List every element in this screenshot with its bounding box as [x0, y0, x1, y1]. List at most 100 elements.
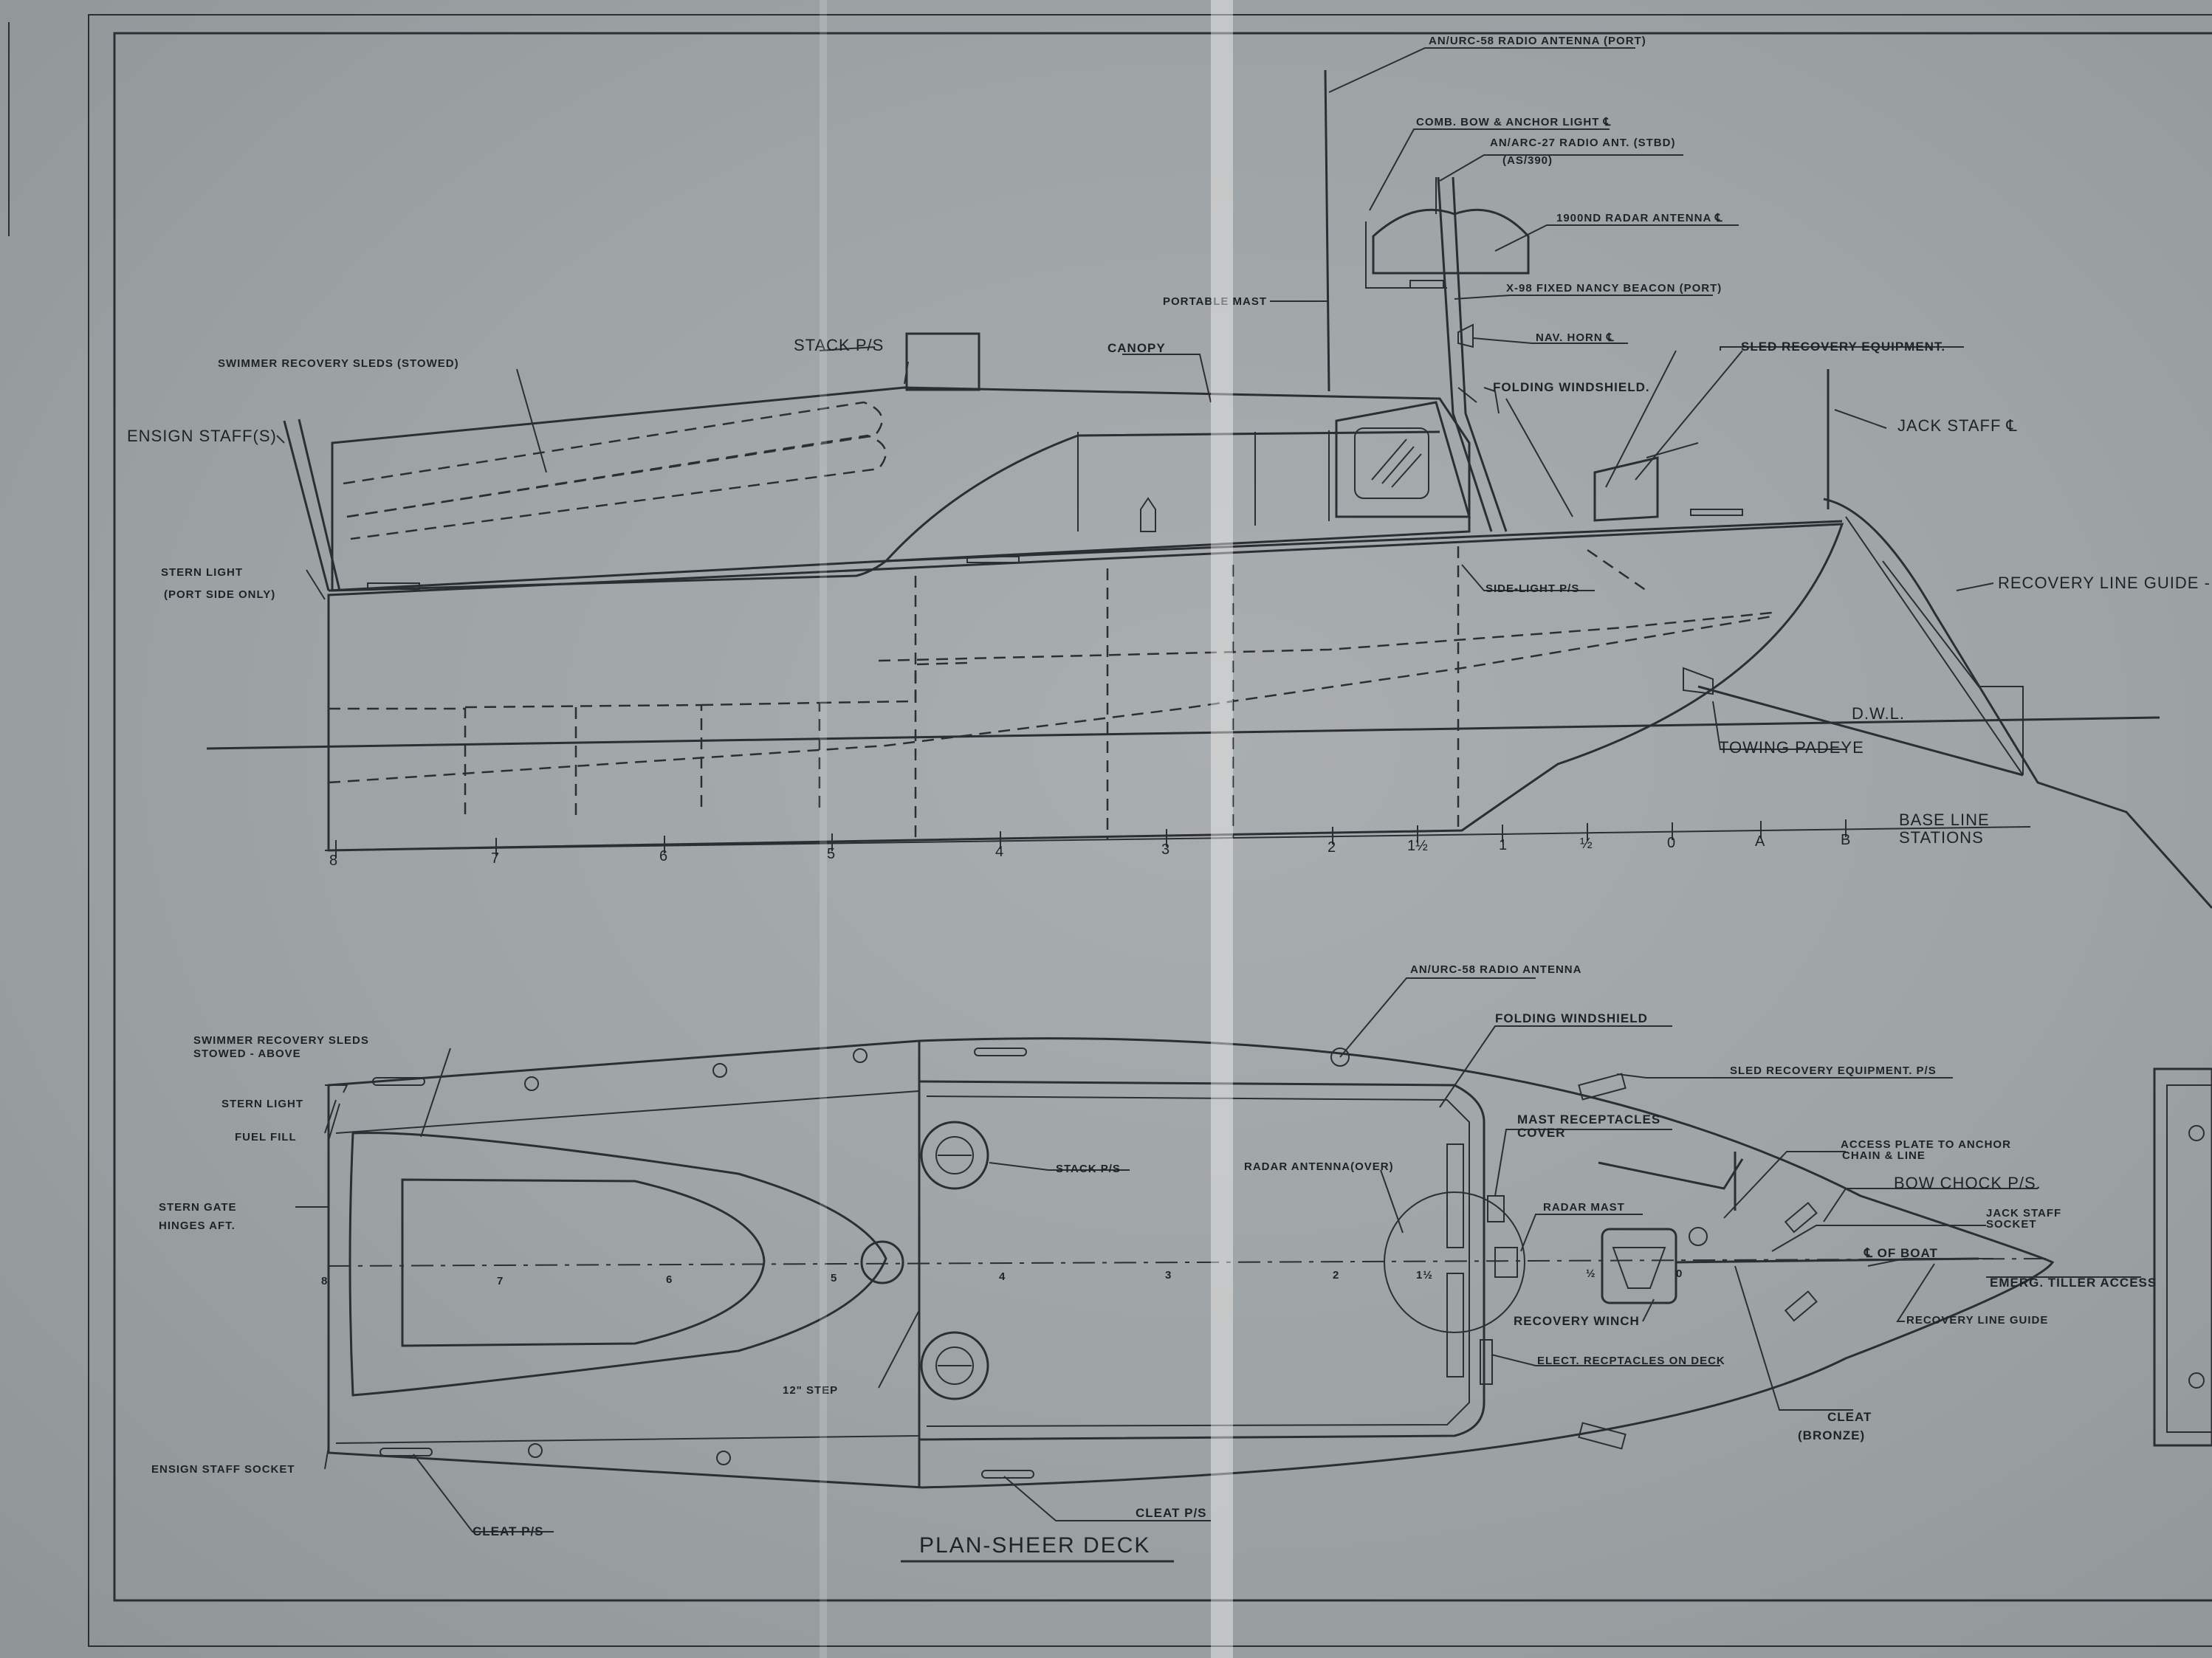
- station-label: 5: [827, 846, 835, 862]
- label-sled-recovery-equipment: SLED RECOVERY EQUIPMENT.: [1741, 340, 1945, 354]
- cleat: [367, 582, 420, 590]
- station-label: 6: [666, 1273, 673, 1286]
- label-plan-cleat-ps-left: CLEAT P/S: [473, 1524, 544, 1538]
- mast-receptacle: [1487, 1195, 1505, 1222]
- station-label: 4: [995, 844, 1003, 860]
- label-plan-sled-equipment: SLED RECOVERY EQUIPMENT. P/S: [1730, 1064, 1937, 1077]
- nav-horn: [1457, 323, 1474, 348]
- bow-chock: [1784, 1202, 1818, 1234]
- station-label: 2: [1333, 1269, 1339, 1282]
- stack-port: [920, 1121, 989, 1190]
- label-plan-jack-staff-socket-sub: SOCKET: [1986, 1218, 2037, 1231]
- cleat: [1690, 509, 1743, 516]
- radar-mast-base: [1494, 1247, 1518, 1278]
- station-label: 2: [1327, 839, 1336, 856]
- emerg-tiller-access-box: [2153, 1067, 2212, 1447]
- label-plan-radar-antenna-over: RADAR ANTENNA(OVER): [1244, 1160, 1394, 1173]
- profile-leaders: [276, 47, 1994, 750]
- recovery-line-guide: [1823, 498, 2212, 909]
- label-plan-mast-receptacles-sub: COVER: [1517, 1126, 1565, 1140]
- anchor: [1598, 1152, 1744, 1211]
- label-radar-antenna: 1900ND RADAR ANTENNA ℄: [1556, 212, 1723, 224]
- sled-stowed: [343, 401, 883, 518]
- label-recovery-line-guide: RECOVERY LINE GUIDE - IN: [1998, 574, 2212, 592]
- station-label: 6: [659, 848, 667, 864]
- sled-recovery-arm: [1646, 442, 1699, 458]
- station-label: 1: [1499, 837, 1507, 853]
- profile-view: AN/URC-58 RADIO ANTENNA (PORT) COMB. BOW…: [127, 35, 2212, 909]
- cockpit-outline: [918, 1080, 1485, 1441]
- plan-leaders: [295, 977, 2141, 1563]
- cabin-line: [885, 430, 1440, 563]
- station-label: 0: [1667, 835, 1675, 851]
- cleat: [372, 1077, 425, 1086]
- label-bow-anchor-light: COMB. BOW & ANCHOR LIGHT ℄: [1416, 116, 1611, 128]
- bow-chock: [1784, 1290, 1818, 1322]
- cleat: [981, 1470, 1034, 1479]
- label-stern-light: STERN LIGHT: [161, 566, 243, 579]
- label-nav-horn: NAV. HORN ℄: [1536, 331, 1614, 344]
- sheer-line: [328, 520, 1843, 592]
- label-plan-cl-of-boat: ℄ OF BOAT: [1864, 1246, 1938, 1260]
- cleat: [966, 556, 1020, 563]
- label-plan-stern-gate-sub: HINGES AFT.: [159, 1220, 236, 1232]
- station-label: 8: [329, 853, 337, 869]
- windshield-pane: [1354, 427, 1429, 499]
- chine-line: [328, 615, 1773, 784]
- radar-mast: [1437, 176, 1508, 532]
- label-ensign-staffs: ENSIGN STAFF(S): [127, 427, 277, 445]
- towing-padeye: [1683, 667, 1714, 695]
- label-plan-cleat-ps-right: CLEAT P/S: [1136, 1506, 1207, 1520]
- canopy-fitting: [1140, 497, 1156, 532]
- label-plan-jack-staff-socket: JACK STAFF: [1986, 1207, 2061, 1220]
- label-folding-windshield: FOLDING WINDSHIELD.: [1493, 380, 1650, 394]
- station-label: A: [1755, 833, 1765, 850]
- sled-stowed: [346, 434, 887, 540]
- label-radio-antenna-port: AN/URC-58 RADIO ANTENNA (PORT): [1429, 35, 1646, 47]
- label-plan-emerg-tiller: EMERG. TILLER ACCESS: [1990, 1276, 2157, 1290]
- plan-sled-equipment: [1578, 1073, 1627, 1101]
- station-label: ½: [1580, 836, 1593, 852]
- label-towing-padeye: TOWING PADEYE: [1719, 738, 1864, 757]
- label-jack-staff: JACK STAFF ℄: [1897, 416, 2018, 435]
- label-plan-stack: STACK P/S: [1056, 1163, 1121, 1175]
- station-label: 3: [1165, 1269, 1172, 1282]
- glare-streak: [820, 0, 827, 1658]
- label-plan-recovery-line-guide: RECOVERY LINE GUIDE: [1906, 1314, 2048, 1327]
- compartments-aft: [329, 661, 968, 816]
- label-radio-ant-stbd: AN/ARC-27 RADIO ANT. (STBD): [1490, 137, 1675, 149]
- cleat: [379, 1448, 433, 1456]
- plan-title: PLAN-SHEER DECK: [919, 1533, 1150, 1558]
- label-plan-elect-receptacles: ELECT. RECPTACLES ON DECK: [1537, 1355, 1725, 1367]
- station-label: 5: [831, 1272, 837, 1284]
- glare-streak: [1211, 0, 1233, 1658]
- nancy-beacon: [1409, 280, 1444, 289]
- plan-sled-equipment: [1578, 1422, 1627, 1450]
- station-label: 3: [1161, 842, 1169, 858]
- profile-station-labels: 8 7 6 5 4 3 2 1½ 1 ½ 0 A B: [329, 832, 1850, 869]
- label-stations: STATIONS: [1899, 828, 1984, 847]
- line-guide-frame: [1845, 516, 2024, 776]
- outer-border: [88, 14, 2212, 1647]
- cleat: [974, 1048, 1027, 1056]
- label-plan-bow-chock: BOW CHOCK P/S.: [1894, 1174, 2041, 1192]
- label-plan-stern-gate: STERN GATE: [159, 1201, 237, 1214]
- recovery-winch: [1601, 1228, 1677, 1304]
- label-radio-ant-stbd-sub: (AS/390): [1502, 154, 1553, 167]
- stack: [905, 332, 980, 391]
- elect-receptacles: [1480, 1339, 1493, 1385]
- station-label: 1½: [1416, 1269, 1433, 1282]
- label-plan-access-plate: ACCESS PLATE TO ANCHOR: [1841, 1138, 2011, 1151]
- label-plan-fuel-fill: FUEL FILL: [235, 1131, 297, 1143]
- plan-view: AN/URC-58 RADIO ANTENNA FOLDING WINDSHIE…: [151, 963, 2212, 1563]
- label-portable-mast: PORTABLE MAST: [1163, 295, 1267, 308]
- station-label: 1½: [1407, 838, 1428, 854]
- label-base-line: BASE LINE: [1899, 811, 1990, 829]
- label-plan-cleat-bronze: CLEAT: [1827, 1410, 1872, 1424]
- label-plan-recovery-winch: RECOVERY WINCH: [1514, 1314, 1640, 1328]
- label-plan-ensign-staff-socket: ENSIGN STAFF SOCKET: [151, 1463, 295, 1476]
- plan-hull-outline: [327, 1037, 2055, 1489]
- label-plan-swimmer-sleds-sub: STOWED - ABOVE: [193, 1048, 301, 1060]
- tow-line: [1697, 685, 2024, 777]
